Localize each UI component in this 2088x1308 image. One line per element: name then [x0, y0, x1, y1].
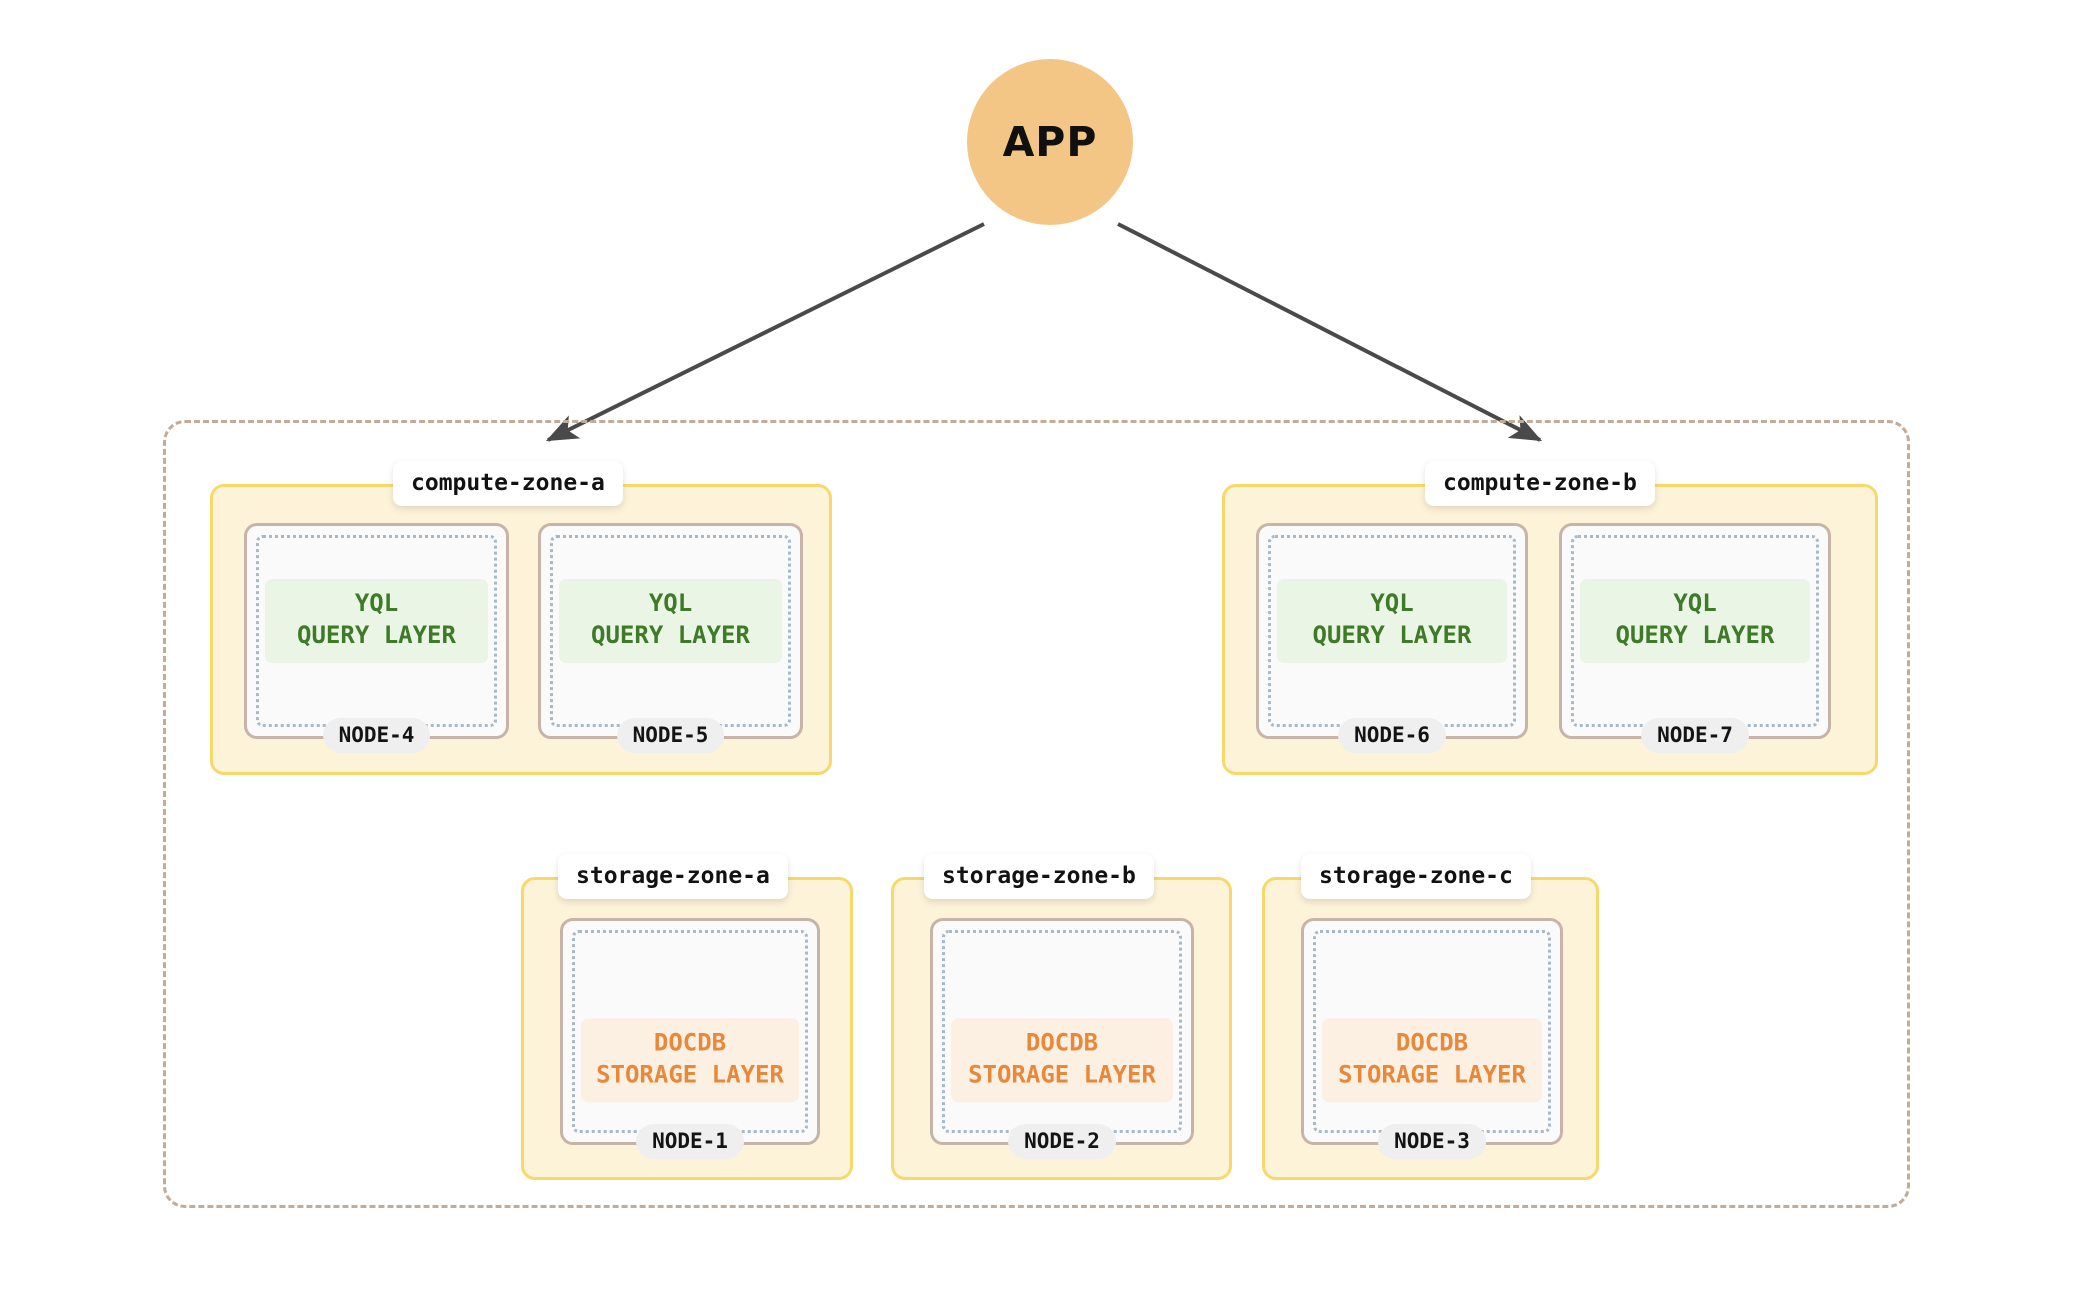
zone-label-compute-zone-b: compute-zone-b — [1425, 461, 1655, 506]
layer-line-1: DOCDB — [653, 1028, 727, 1057]
zone-storage-zone-a[interactable]: storage-zone-a DOCDB STORAGE LAYER NODE-1 — [521, 854, 853, 1180]
cluster-boundary — [163, 420, 1910, 1208]
layer-line-2: QUERY LAYER — [591, 620, 750, 649]
node-pill-NODE-3: NODE-3 — [1378, 1124, 1486, 1159]
layer-line-2: STORAGE LAYER — [968, 1060, 1156, 1089]
zone-label-compute-zone-a: compute-zone-a — [393, 461, 623, 506]
layer-line-2: STORAGE LAYER — [1338, 1060, 1526, 1089]
node-pill-NODE-7: NODE-7 — [1641, 718, 1749, 753]
node-NODE-3[interactable]: DOCDB STORAGE LAYER NODE-3 — [1301, 918, 1563, 1159]
layer-line-2: STORAGE LAYER — [596, 1060, 784, 1089]
layer-band-docdb: DOCDB STORAGE LAYER — [951, 1018, 1173, 1102]
node-pill-NODE-6: NODE-6 — [1338, 718, 1446, 753]
app-label: APP — [1002, 118, 1098, 166]
layer-line-1: YQL — [1370, 589, 1414, 618]
layer-line-1: YQL — [1673, 589, 1717, 618]
layer-line-2: QUERY LAYER — [297, 620, 456, 649]
node-pill-NODE-1: NODE-1 — [636, 1124, 744, 1159]
node-pill-NODE-2: NODE-2 — [1008, 1124, 1116, 1159]
layer-line-2: QUERY LAYER — [1615, 620, 1775, 649]
arrow-app-to-compute-zone-a — [545, 222, 985, 442]
node-NODE-1[interactable]: DOCDB STORAGE LAYER NODE-1 — [560, 918, 820, 1159]
layer-band-docdb: DOCDB STORAGE LAYER — [581, 1018, 799, 1102]
zone-label-storage-zone-c: storage-zone-c — [1301, 854, 1531, 899]
layer-line-1: DOCDB — [1395, 1028, 1469, 1057]
layer-band-docdb: DOCDB STORAGE LAYER — [1322, 1018, 1542, 1102]
app-node[interactable]: APP — [967, 59, 1133, 225]
arrow-app-to-compute-zone-b — [1117, 222, 1543, 442]
layer-line-1: DOCDB — [1025, 1028, 1099, 1057]
layer-line-2: QUERY LAYER — [1312, 620, 1472, 649]
zone-label-storage-zone-a: storage-zone-a — [558, 854, 788, 899]
layer-line-1: YQL — [354, 589, 399, 618]
node-pill-NODE-4: NODE-4 — [322, 718, 431, 753]
layer-line-1: YQL — [648, 589, 693, 618]
zone-storage-zone-b[interactable]: storage-zone-b DOCDB STORAGE LAYER NODE-2 — [891, 854, 1232, 1180]
node-NODE-2[interactable]: DOCDB STORAGE LAYER NODE-2 — [930, 918, 1194, 1159]
zone-label-storage-zone-b: storage-zone-b — [924, 854, 1154, 899]
node-pill-NODE-5: NODE-5 — [616, 718, 725, 753]
zone-storage-zone-c[interactable]: storage-zone-c DOCDB STORAGE LAYER NODE-3 — [1262, 854, 1599, 1180]
